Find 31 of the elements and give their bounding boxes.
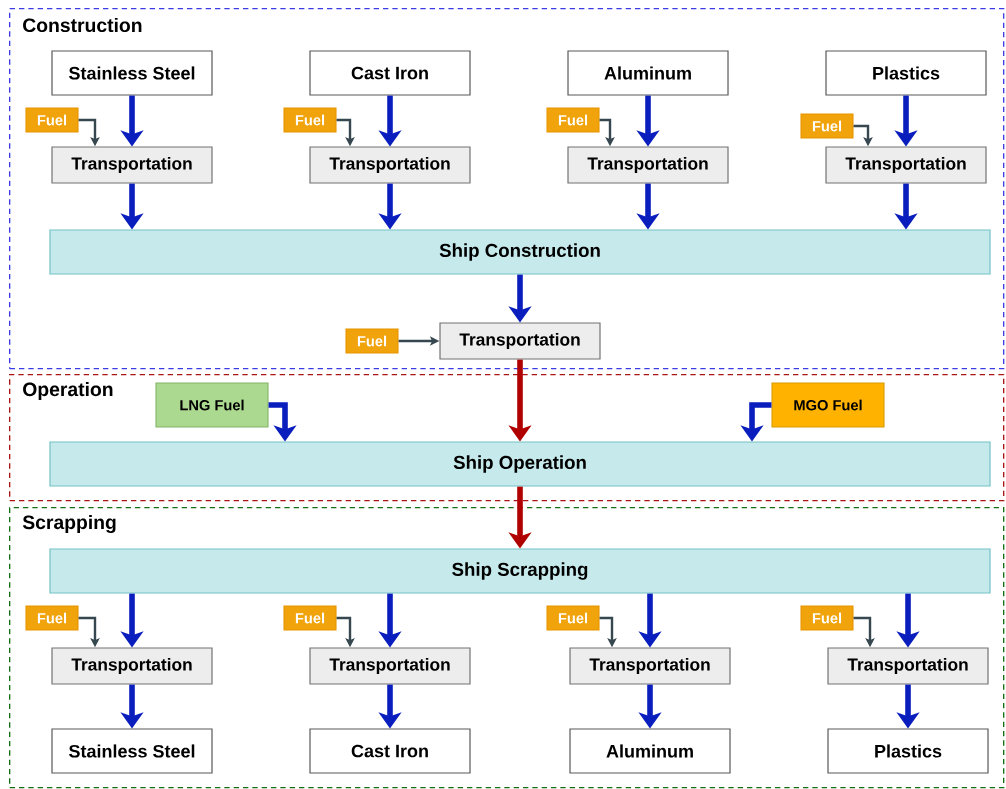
transport-box: Transportation (309, 146, 471, 184)
material-box: Cast Iron (309, 728, 471, 774)
transport-box: Transportation (827, 647, 989, 685)
fuel-box: Fuel (283, 605, 337, 631)
process-bar: Ship Construction (49, 229, 991, 275)
transport-box: Transportation (825, 146, 987, 184)
fuel-box: Fuel (800, 113, 854, 139)
fuel-box: Fuel (546, 107, 600, 133)
process-bar: Ship Operation (49, 441, 991, 487)
transport-box: Transportation (567, 146, 729, 184)
transport-box: Transportation (439, 322, 601, 360)
fuel-box: MGO Fuel (771, 382, 885, 428)
material-box: Stainless Steel (51, 50, 213, 96)
fuel-box: Fuel (25, 605, 79, 631)
material-box: Aluminum (569, 728, 731, 774)
transport-box: Transportation (569, 647, 731, 685)
fuel-box: Fuel (345, 328, 399, 354)
transport-box: Transportation (51, 146, 213, 184)
transport-box: Transportation (309, 647, 471, 685)
material-box: Cast Iron (309, 50, 471, 96)
fuel-box: Fuel (25, 107, 79, 133)
fuel-box: Fuel (800, 605, 854, 631)
transport-box: Transportation (51, 647, 213, 685)
material-box: Plastics (827, 728, 989, 774)
fuel-box: LNG Fuel (155, 382, 269, 428)
process-bar: Ship Scrapping (49, 548, 991, 594)
material-box: Aluminum (567, 50, 729, 96)
material-box: Stainless Steel (51, 728, 213, 774)
fuel-box: Fuel (546, 605, 600, 631)
fuel-box: Fuel (283, 107, 337, 133)
material-box: Plastics (825, 50, 987, 96)
